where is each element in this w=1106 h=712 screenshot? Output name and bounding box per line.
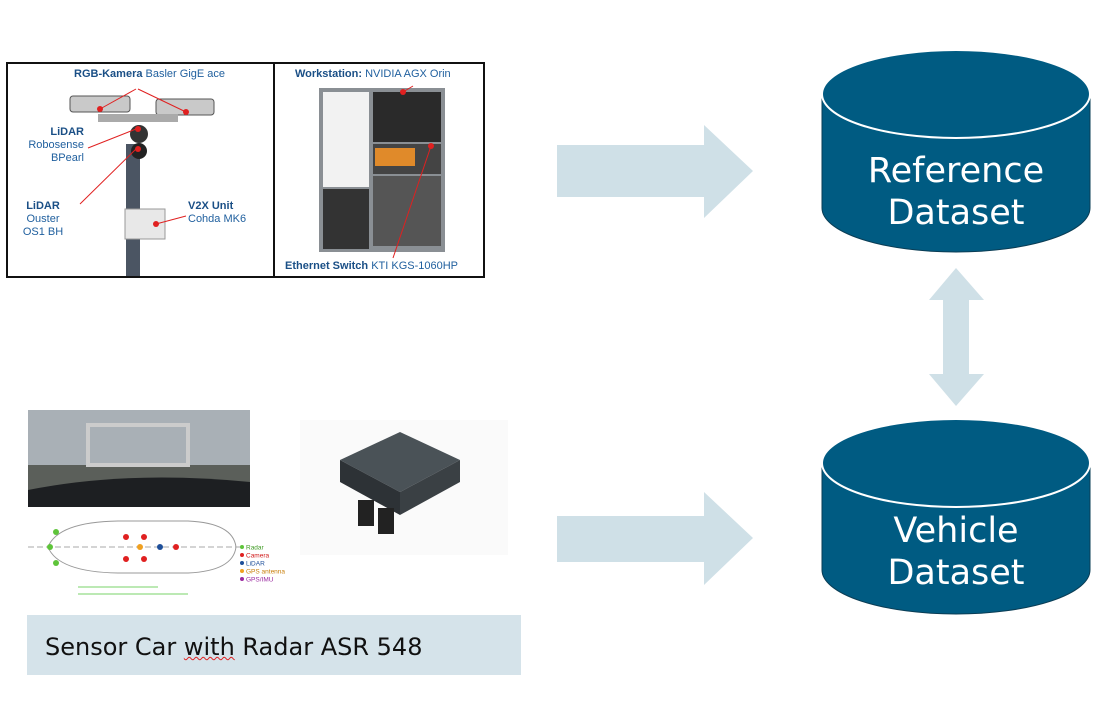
arrow-right-top <box>557 125 753 218</box>
sensor-mast-image <box>69 88 215 276</box>
legend-gps-imu: GPS/IMU <box>246 577 274 584</box>
workstation-label: Workstation: NVIDIA AGX Orin <box>295 68 451 80</box>
double-arrow-vertical <box>929 268 984 406</box>
legend-radar: Radar <box>246 545 265 552</box>
vehicle-dataset-subtitle: Dataset <box>887 553 1025 593</box>
sensor-car-photo <box>28 410 250 507</box>
legend-camera: Camera <box>246 553 270 560</box>
vehicle-dataset-title: Vehicle <box>893 511 1019 551</box>
sensor-car-caption: Sensor Car with Radar ASR 548 <box>27 615 521 675</box>
reference-dataset-title: Reference <box>867 151 1045 191</box>
reference-dataset-subtitle: Dataset <box>887 193 1025 233</box>
cabinet-image <box>319 85 445 259</box>
legend-gps-antenna: GPS antenna <box>246 569 285 576</box>
ethernet-switch-label: Ethernet Switch KTI KGS-1060HP <box>285 260 459 272</box>
camera-label: RGB-Kamera Basler GigE ace <box>74 68 226 80</box>
legend-lidar: LiDAR <box>246 561 265 568</box>
radar-device-image <box>300 420 508 555</box>
arrow-right-bottom <box>557 492 753 585</box>
infrastructure-panel-cabinet: Workstation: NVIDIA AGX Orin Ethernet Sw… <box>273 62 485 278</box>
sensor-car-layout-diagram: Radar Camera LiDAR GPS antenna GPS/IMU <box>28 520 285 595</box>
